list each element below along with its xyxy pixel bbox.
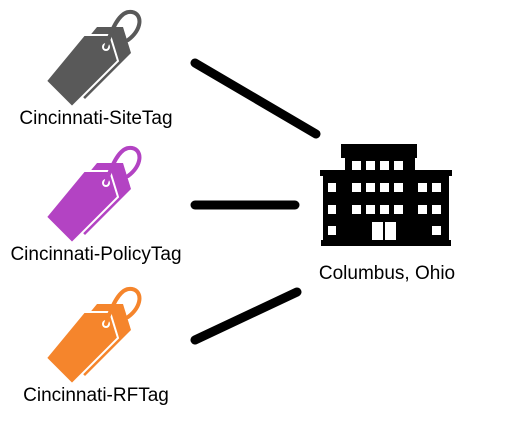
tag-icon bbox=[44, 145, 142, 245]
site-tag: Cincinnati-SiteTag bbox=[19, 9, 173, 129]
tag-icon bbox=[44, 286, 142, 386]
rf-tag-label: Cincinnati-RFTag bbox=[23, 385, 169, 406]
policy-tag-label: Cincinnati-PolicyTag bbox=[10, 244, 181, 265]
site-tag-label: Cincinnati-SiteTag bbox=[19, 108, 172, 129]
location-label: Columbus, Ohio bbox=[319, 263, 455, 284]
building-icon bbox=[320, 144, 452, 246]
tag-icon bbox=[44, 9, 142, 109]
rf-tag: Cincinnati-RFTag bbox=[23, 286, 169, 406]
connector-line-site bbox=[190, 58, 321, 139]
policy-tag: Cincinnati-PolicyTag bbox=[10, 145, 182, 265]
connector-line-rf bbox=[190, 287, 302, 345]
